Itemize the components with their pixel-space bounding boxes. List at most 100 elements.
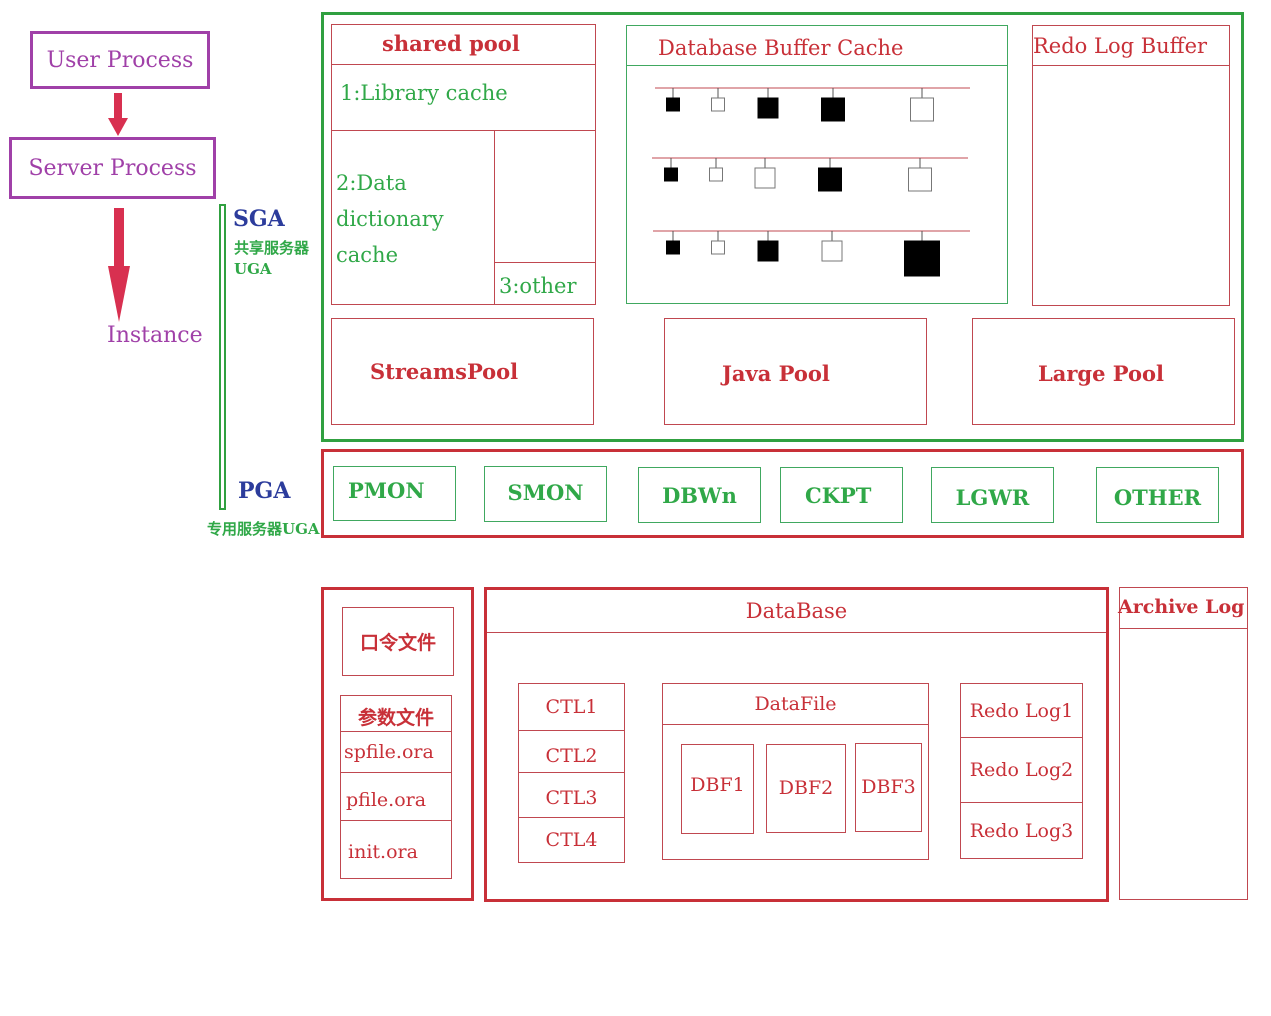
shared-pool-title: shared pool <box>382 31 520 56</box>
pga-note-dedicated-server: 专用服务器UGA <box>207 520 320 538</box>
datafile-box: DataFile <box>662 683 929 860</box>
pga-label: PGA <box>238 478 291 504</box>
spfile-row: spfile.ora <box>341 732 451 773</box>
buffer-cache-title: Database Buffer Cache <box>658 36 904 60</box>
init-ora-label: init.ora <box>348 841 418 863</box>
redo-log-buffer-title: Redo Log Buffer <box>1033 34 1208 58</box>
data-dictionary-line-1: 2:Data <box>336 171 407 195</box>
buffer-block-filled-small <box>666 97 680 112</box>
control-file-2-label: CTL2 <box>545 744 598 767</box>
shared-pool-box: shared pool 1:Library cache 2:Data dicti… <box>331 24 596 305</box>
process-lgwr-label: LGWR <box>955 484 1030 510</box>
buffer-cache-box: Database Buffer Cache <box>626 25 1008 304</box>
process-ckpt-label: CKPT <box>805 482 872 508</box>
process-smon-label: SMON <box>507 479 584 505</box>
redo-log-1: Redo Log1 <box>961 684 1082 738</box>
buffer-block-empty-small <box>711 240 725 255</box>
streams-pool-box: StreamsPool <box>331 318 594 425</box>
database-container: DataBase <box>484 587 1109 902</box>
java-pool-box: Java Pool <box>664 318 927 425</box>
parameter-file-box: 参数文件 spfile.ora pfile.ora init.ora <box>340 695 452 879</box>
process-smon: SMON <box>484 466 607 522</box>
large-pool-label: Large Pool <box>1038 361 1165 386</box>
redo-log-buffer-box: Redo Log Buffer <box>1032 25 1230 306</box>
control-file-2: CTL2 <box>519 731 624 773</box>
data-dictionary-line-3: cache <box>336 243 398 267</box>
control-file-4-label: CTL4 <box>545 829 598 851</box>
spfile-label: spfile.ora <box>344 741 434 763</box>
pfile-label: pfile.ora <box>346 789 427 811</box>
control-file-3-label: CTL3 <box>545 787 598 809</box>
buffer-block-filled-medium <box>757 240 779 262</box>
process-other-label: OTHER <box>1113 484 1202 510</box>
instance-bracket <box>219 204 226 510</box>
datafile-dbf3: DBF3 <box>855 743 922 832</box>
control-files-box: CTL1 CTL2 CTL3 CTL4 <box>518 683 625 863</box>
buffer-block-filled-xlarge <box>904 240 940 277</box>
process-pmon-label: PMON <box>348 478 425 503</box>
buffer-block-filled-large <box>821 97 845 122</box>
datafile-dbf2: DBF2 <box>766 744 846 833</box>
user-process-label: User Process <box>46 47 194 73</box>
other-label: 3:other <box>499 274 577 298</box>
archive-log-header: Archive Log <box>1118 588 1247 629</box>
process-ckpt: CKPT <box>780 467 903 523</box>
buffer-block-empty-small <box>709 167 723 182</box>
library-cache-label: 1:Library cache <box>340 81 508 105</box>
buffer-block-filled-small <box>664 167 678 182</box>
streams-pool-label: StreamsPool <box>370 359 519 384</box>
other-divider <box>494 262 595 263</box>
instance-label: Instance <box>107 323 203 348</box>
database-title: DataBase <box>745 599 848 623</box>
datafile-dbf1: DBF1 <box>681 744 754 834</box>
datafile-dbf1-label: DBF1 <box>690 774 745 796</box>
redo-log-1-label: Redo Log1 <box>969 699 1074 722</box>
buffer-cache-header: Database Buffer Cache <box>627 26 1007 66</box>
control-file-3: CTL3 <box>519 773 624 818</box>
external-files-container <box>321 587 474 901</box>
process-dbwn-label: DBWn <box>662 482 737 508</box>
sga-note-uga: UGA <box>234 260 272 278</box>
process-dbwn: DBWn <box>638 467 761 523</box>
password-file-label: 口令文件 <box>359 632 436 654</box>
control-file-4: CTL4 <box>519 818 624 862</box>
user-process-box: User Process <box>30 31 210 89</box>
buffer-block-empty-medium <box>754 167 776 189</box>
init-ora-row: init.ora <box>341 821 451 878</box>
redo-log-2: Redo Log2 <box>961 738 1082 803</box>
buffer-block-filled-small <box>666 240 680 255</box>
process-other: OTHER <box>1096 467 1219 523</box>
database-header: DataBase <box>487 590 1106 633</box>
sga-container <box>321 12 1244 442</box>
large-pool-box: Large Pool <box>972 318 1235 425</box>
redo-log-3: Redo Log3 <box>961 803 1082 858</box>
pfile-row: pfile.ora <box>341 773 451 821</box>
java-pool-label: Java Pool <box>722 361 830 386</box>
process-pmon: PMON <box>333 466 456 521</box>
background-processes-container <box>321 449 1244 538</box>
sga-label: SGA <box>233 206 285 232</box>
server-process-label: Server Process <box>28 155 197 181</box>
redo-log-buffer-header: Redo Log Buffer <box>1033 26 1229 66</box>
redo-log-3-label: Redo Log3 <box>969 819 1074 842</box>
archive-log-title: Archive Log <box>1118 596 1245 618</box>
buffer-block-filled-medium <box>757 97 779 119</box>
parameter-file-header: 参数文件 <box>341 696 451 732</box>
redo-logs-box: Redo Log1 Redo Log2 Redo Log3 <box>960 683 1083 859</box>
buffer-block-empty-large <box>910 97 934 122</box>
parameter-file-title: 参数文件 <box>357 707 434 729</box>
datafile-header: DataFile <box>663 684 928 725</box>
shared-pool-header: shared pool <box>332 25 595 65</box>
redo-log-2-label: Redo Log2 <box>969 759 1074 781</box>
control-file-1-label: CTL1 <box>545 696 598 718</box>
buffer-block-empty-small <box>711 97 725 112</box>
shared-pool-vertical-divider <box>494 130 495 304</box>
datafile-title: DataFile <box>754 693 837 715</box>
password-file-box: 口令文件 <box>342 607 454 676</box>
process-lgwr: LGWR <box>931 467 1054 523</box>
buffer-block-filled-large <box>818 167 842 192</box>
shared-pool-divider <box>332 130 595 131</box>
server-process-box: Server Process <box>9 137 216 199</box>
control-file-1: CTL1 <box>519 684 624 731</box>
